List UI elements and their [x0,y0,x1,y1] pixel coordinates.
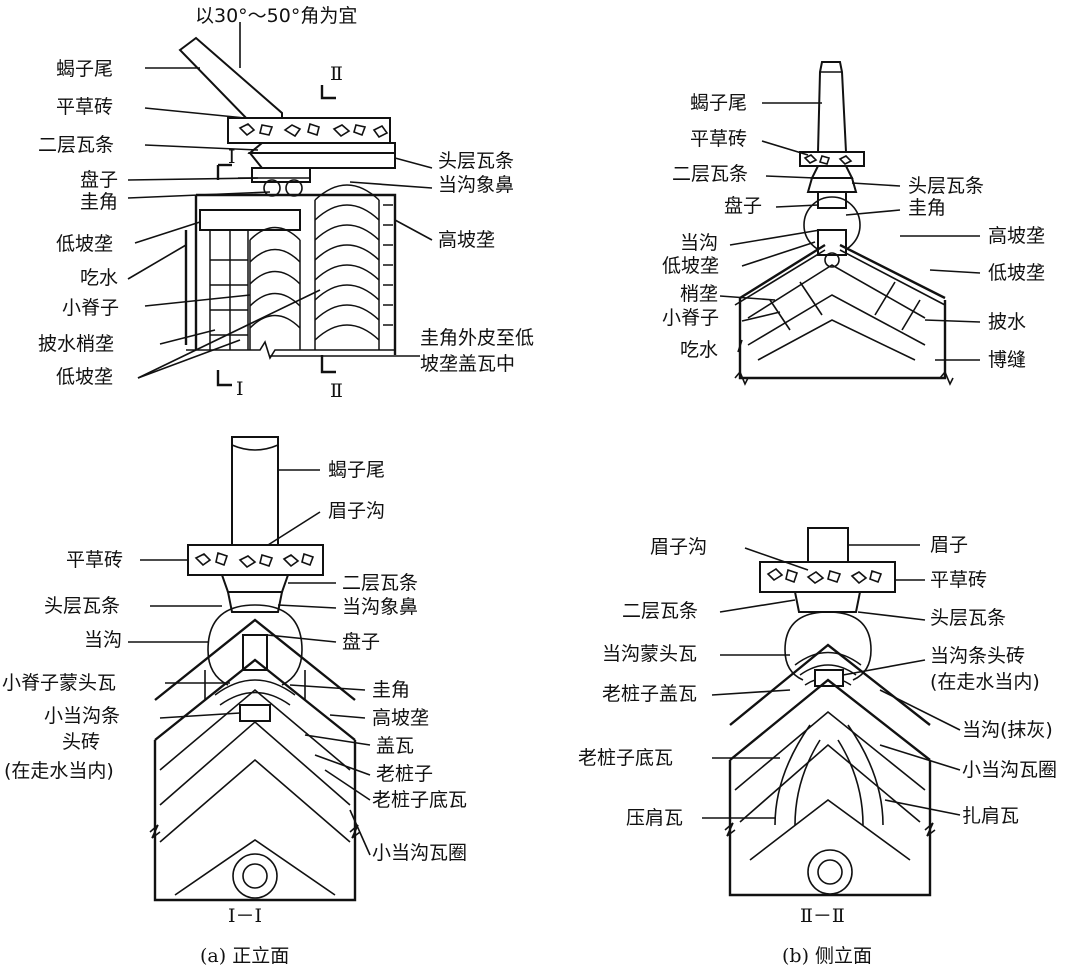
label-a-flat-grass-brick: 平草砖 [56,96,113,118]
label-a-note-line-1: 圭角外皮至低 [420,327,534,349]
label-d-eyebrow: 眉子 [930,534,968,556]
section-1-drawing [149,436,361,902]
front-elevation-leaders [127,22,433,379]
label-d-shoulder-tie-tile: 扎肩瓦 [962,805,1019,827]
label-c-gutter: 当沟 [84,629,122,651]
label-a-high-slope-ridge: 高坡垄 [438,229,495,251]
label-c-cover-tile: 盖瓦 [376,735,414,757]
angle-note: 以30°～50°角为宜 [195,5,357,27]
label-a-plate: 盘子 [80,169,118,191]
label-b-high-slope-ridge: 高坡垄 [988,225,1045,247]
label-d-shoulder-press-tile: 压肩瓦 [626,807,683,829]
label-b-end-ridge: 梢垄 [680,283,718,305]
label-d-note-in-gutter: (在走水当内) [930,671,1040,693]
label-c-flat-grass-brick: 平草砖 [66,549,123,571]
label-c-second-tile-strip: 二层瓦条 [342,572,418,594]
label-a-scorpion-tail: 蝎子尾 [56,58,113,80]
label-b-second-tile-strip: 二层瓦条 [672,163,748,185]
label-b-low-slope-ridge: 低坡垄 [662,255,719,277]
label-b-gable-board: 博缝 [988,349,1026,371]
label-b-water-line: 吃水 [680,339,718,361]
label-b-scorpion-tail: 蝎子尾 [690,92,747,114]
label-c-head-brick: 头砖 [62,731,100,753]
label-a-small-ridge: 小脊子 [62,297,119,319]
label-c-old-post-bottom-tile: 老桩子底瓦 [372,789,467,811]
label-a-first-tile-strip: 头层瓦条 [438,150,514,172]
label-c-note-in-gutter: (在走水当内) [4,760,114,782]
section-mark-2-top: Ⅱ [330,63,343,85]
section-mark-1-bottom: Ⅰ [236,378,244,400]
front-elevation-drawing [178,36,397,387]
label-c-small-ridge-cap-tile: 小脊子蒙头瓦 [2,672,116,694]
label-d-second-tile-strip: 二层瓦条 [622,600,698,622]
label-d-gutter-head-brick: 当沟条头砖 [930,645,1025,667]
label-c-eyebrow-groove: 眉子沟 [328,500,385,522]
label-b-flat-grass-brick: 平草砖 [690,128,747,150]
label-d-first-tile-strip: 头层瓦条 [930,607,1006,629]
label-b-gutter: 当沟 [680,232,718,254]
label-b-gui-jiao: 圭角 [908,197,946,219]
label-a-note-line-2: 坡垄盖瓦中 [420,353,515,375]
caption-side-elevation: (b) 侧立面 [782,945,872,967]
side-elevation-drawing [734,61,954,386]
label-a-low-slope-ridge-2: 低坡垄 [56,366,113,388]
label-b-drip-edge: 披水 [988,311,1026,333]
label-a-drip-edge-ridge: 披水梢垄 [38,333,114,355]
label-c-plate: 盘子 [342,631,380,653]
section-2-leaders [702,544,961,819]
label-d-small-gutter-ring: 小当沟瓦圈 [962,759,1057,781]
section-2-drawing [724,527,936,897]
label-b-plate: 盘子 [724,195,762,217]
section-mark-1-top: Ⅰ [228,146,236,168]
label-d-old-post-cover-tile: 老桩子盖瓦 [602,683,697,705]
label-d-flat-grass-brick: 平草砖 [930,569,987,591]
label-a-second-tile-strip: 二层瓦条 [38,134,114,156]
section-1-title: Ⅰ－Ⅰ [228,905,262,927]
label-d-eyebrow-groove: 眉子沟 [650,536,707,558]
label-a-gui-jiao: 圭角 [80,191,118,213]
label-d-gutter-cap-tile: 当沟蒙头瓦 [602,643,697,665]
section-2-title: Ⅱ－Ⅱ [800,905,845,927]
label-c-scorpion-tail: 蝎子尾 [328,459,385,481]
label-c-small-gutter-strip: 小当沟条 [44,705,120,727]
label-c-small-gutter-ring: 小当沟瓦圈 [372,842,467,864]
label-d-gutter-plaster: 当沟(抹灰) [962,719,1053,741]
label-d-old-post-bottom-tile: 老桩子底瓦 [578,747,673,769]
label-b-small-ridge: 小脊子 [662,307,719,329]
side-elevation-leaders [719,102,981,361]
label-a-water-line: 吃水 [80,267,118,289]
label-c-high-slope-ridge: 高坡垄 [372,707,429,729]
label-a-low-slope-ridge: 低坡垄 [56,233,113,255]
label-a-gutter-nose: 当沟象鼻 [438,174,514,196]
label-b-first-tile-strip: 头层瓦条 [908,175,984,197]
label-c-first-tile-strip: 头层瓦条 [44,595,120,617]
section-1-leaders [128,469,371,856]
label-c-gutter-nose: 当沟象鼻 [342,596,418,618]
label-c-gui-jiao: 圭角 [372,679,410,701]
caption-front-elevation: (a) 正立面 [200,945,289,967]
section-mark-2-bottom: Ⅱ [330,380,343,402]
label-c-old-post: 老桩子 [376,763,433,785]
label-b-low-slope-ridge-2: 低坡垄 [988,262,1045,284]
